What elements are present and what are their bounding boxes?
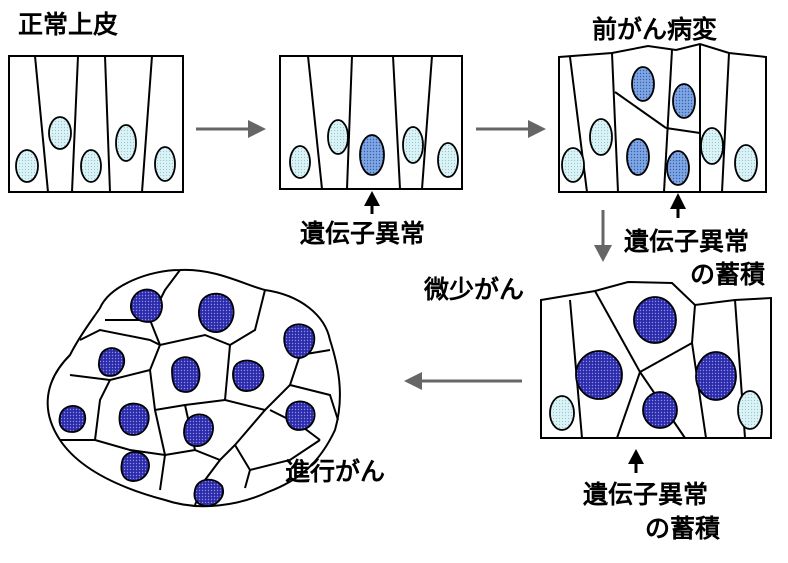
panel-gene-mutation (279, 55, 463, 190)
label-precancerous-lesion: 前がん病変 (592, 15, 717, 44)
arrow-up-icon (364, 191, 380, 214)
label-early-cancer: 微少がん (423, 275, 524, 304)
label-accumulation-1-line2: の蓄積 (690, 260, 765, 289)
panel-early-cancer (540, 280, 772, 439)
label-accumulation-2-line2: の蓄積 (645, 514, 720, 543)
label-accumulation-2-line1: 遺伝子異常 (583, 480, 708, 509)
arrow-left-icon (404, 372, 522, 390)
label-gene-mutation: 遺伝子異常 (300, 219, 425, 248)
arrow-up-icon (670, 193, 686, 218)
label-advanced-cancer: 進行がん (285, 457, 385, 486)
panel-normal-epithelium (8, 55, 184, 193)
label-normal-epithelium: 正常上皮 (18, 10, 118, 39)
label-accumulation-1-line1: 遺伝子異常 (624, 227, 749, 256)
arrow-right-icon (476, 120, 546, 138)
arrow-right-icon (196, 120, 266, 138)
arrow-up-icon (628, 449, 644, 473)
arrow-down-icon (594, 210, 612, 262)
panel-advanced-cancer (46, 268, 341, 508)
panel-precancerous-lesion (558, 42, 767, 193)
